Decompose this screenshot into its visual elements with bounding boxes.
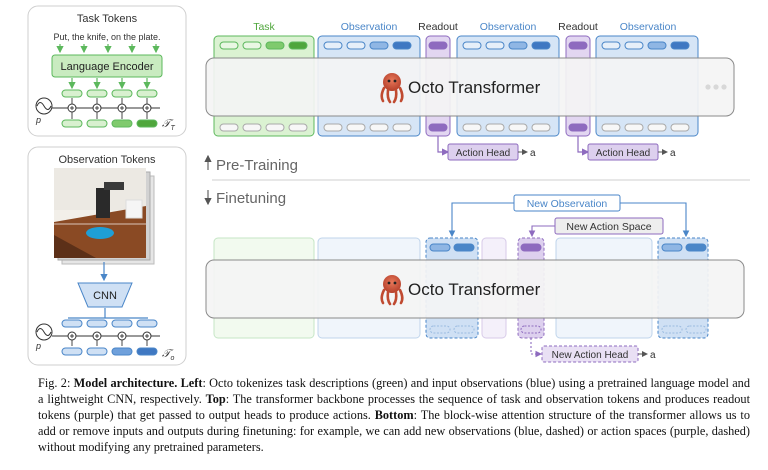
finetuning-diagram: New Observation New Action Space <box>205 194 745 363</box>
group-label-readout-1: Readout <box>418 21 458 33</box>
caption-left-text: : Octo tokenizes task descriptions (gree… <box>38 376 750 406</box>
sinusoid-icon <box>35 323 53 341</box>
observation-tokens-title: Observation Tokens <box>58 154 156 166</box>
obs-token-row-bottom <box>61 347 158 356</box>
caption-bottom-bold: Bottom <box>374 408 414 422</box>
caption-top-bold: Top <box>205 392 226 406</box>
new-observation-label: New Observation <box>527 198 608 210</box>
octo-transformer-box-bottom <box>205 259 745 319</box>
group-label-observation-3: Observation <box>620 21 677 33</box>
caption-title: Model architecture. <box>73 376 178 390</box>
phase-labels: Pre-Training Finetuning <box>204 154 750 207</box>
action-output-1: a <box>530 148 536 159</box>
task-token-row-bottom <box>61 119 158 128</box>
language-encoder-box <box>51 54 163 78</box>
cnn-box <box>77 282 133 308</box>
language-encoder-label: Language Encoder <box>61 61 154 73</box>
obs-token-row-top <box>61 319 158 328</box>
sinusoid-icon <box>35 97 53 115</box>
task-sentence: Put, the knife, on the plate. <box>53 32 160 42</box>
caption-bottom-text: : The block-wise attention structure of … <box>38 408 750 454</box>
caption-left-bold: Left <box>180 376 203 390</box>
observation-tokens-panel: Observation Tokens CNN <box>27 146 187 366</box>
group-label-task: Task <box>253 21 275 33</box>
caption-prefix: Fig. 2: <box>38 376 74 390</box>
octo-transformer-label-bottom: Octo Transformer <box>408 280 541 299</box>
pretraining-diagram: Task Observation Readout Observation Rea… <box>205 21 735 161</box>
figure-caption: Fig. 2: Model architecture. Left: Octo t… <box>38 375 750 455</box>
new-action-space-label: New Action Space <box>566 221 651 233</box>
action-head-2-label: Action Head <box>596 148 650 159</box>
octo-transformer-label-top: Octo Transformer <box>408 78 541 97</box>
group-label-readout-2: Readout <box>558 21 598 33</box>
architecture-figure: Task Tokens Put, the knife, on the plate… <box>27 5 750 366</box>
action-head-1-label: Action Head <box>456 148 510 159</box>
p-label-obs: p <box>35 341 41 351</box>
octopus-icon <box>380 73 404 104</box>
finetuning-label: Finetuning <box>216 190 286 207</box>
p-label: p <box>35 115 41 125</box>
pretraining-label: Pre-Training <box>216 157 298 174</box>
new-action-head-label: New Action Head <box>552 350 629 361</box>
octopus-icon <box>380 275 404 306</box>
action-output-2: a <box>670 148 676 159</box>
new-action-output: a <box>650 350 656 361</box>
task-tokens-panel: Task Tokens Put, the knife, on the plate… <box>27 5 187 137</box>
octo-transformer-box-top <box>205 57 735 117</box>
task-token-row-top <box>61 89 158 98</box>
cnn-label: CNN <box>93 290 117 302</box>
group-label-observation-1: Observation <box>341 21 398 33</box>
caption-top-text: : The transformer backbone processes the… <box>38 392 750 422</box>
task-tokens-title: Task Tokens <box>77 13 138 25</box>
camera-image <box>54 168 146 258</box>
group-label-observation-2: Observation <box>480 21 537 33</box>
